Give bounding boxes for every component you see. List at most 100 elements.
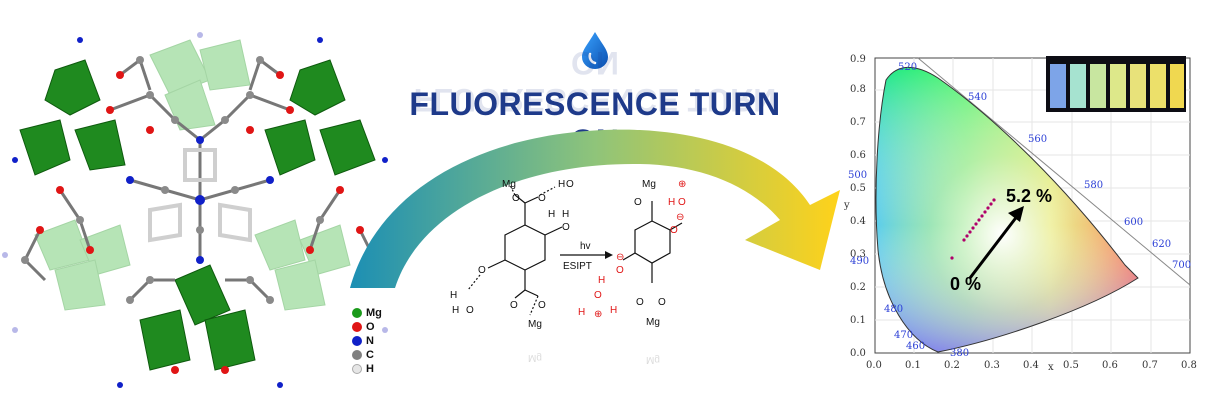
x-tick: 0.4 — [1023, 360, 1039, 371]
atom-label: Mg — [528, 319, 542, 330]
atom-label: Mg — [642, 179, 656, 190]
legend-item: O — [352, 320, 382, 334]
legend-item: H — [352, 362, 382, 376]
x-tick: 0.0 — [866, 360, 882, 371]
charge-label: ⊖ — [676, 212, 684, 223]
legend-dot — [352, 364, 362, 374]
legend-label: C — [366, 349, 374, 361]
atom-legend: Mg O N C H — [352, 306, 382, 376]
legend-dot — [352, 350, 362, 360]
legend-dot — [352, 308, 362, 318]
wavelength-label: 500 — [848, 170, 867, 181]
y-tick: 0.4 — [850, 216, 866, 227]
end-label: 5.2 % — [1006, 186, 1052, 206]
y-tick: 0.5 — [850, 183, 866, 194]
atom-label: O — [658, 297, 666, 308]
atom-label: Mg — [646, 317, 660, 328]
y-tick: 0.1 — [850, 315, 866, 326]
x-tick: 0.8 — [1181, 360, 1197, 371]
shift-arrow-head — [1008, 206, 1024, 222]
atom-label: O — [538, 300, 546, 311]
ghost-polyhedra — [34, 39, 351, 311]
y-tick: 0.3 — [850, 249, 866, 260]
reflection-label: Mg — [646, 354, 660, 365]
atom-label: H — [668, 197, 675, 208]
y-tick: 0.7 — [850, 117, 866, 128]
x-tick: 0.2 — [944, 360, 960, 371]
x-axis-label: x — [1048, 362, 1054, 373]
charge-label: ⊕ — [678, 179, 686, 190]
page-title-reflection: FLUORESCENCE TURN ON — [413, 45, 777, 118]
wavelength-label: 480 — [884, 304, 903, 315]
wavelength-label: 470 — [894, 330, 913, 341]
legend-item: N — [352, 334, 382, 348]
reaction-scheme: Mg O O H O H H O O H H O O O Mg hv ESIPT… — [450, 179, 686, 365]
atom-label: H — [598, 275, 605, 286]
wavelength-label: 580 — [1084, 180, 1103, 191]
wavelength-label: 700 — [1172, 260, 1191, 271]
atom-label: H — [558, 179, 565, 190]
y-tick: 0.8 — [850, 84, 866, 95]
x-tick: 0.3 — [984, 360, 1000, 371]
atom-label: O — [616, 265, 624, 276]
atom-label: O — [478, 265, 486, 276]
atom-label: O — [670, 225, 678, 236]
start-label: 0 % — [950, 274, 981, 294]
legend-label: Mg — [366, 307, 382, 319]
wavelength-label: 560 — [1028, 134, 1047, 145]
wavelength-label: 490 — [850, 256, 869, 267]
wavelength-label: 380 — [950, 348, 969, 359]
bonds-light — [148, 148, 252, 243]
crystal-structure — [2, 32, 398, 388]
legend-item: C — [352, 348, 382, 362]
legend-label: H — [366, 363, 374, 375]
cie-diagram: 0 % 5.2 % 0.0 0.1 0.2 0.3 0.4 0.5 0.6 0.… — [843, 54, 1197, 373]
atom-label: O — [466, 305, 474, 316]
water-drop-icon — [582, 32, 608, 69]
x-tick: 0.6 — [1102, 360, 1118, 371]
wavelength-label: 620 — [1152, 239, 1171, 250]
wavelength-label: 520 — [898, 62, 917, 73]
arrow-label-bottom: ESIPT — [563, 261, 592, 272]
charge-label: ⊖ — [616, 252, 624, 263]
atom-label: Mg — [502, 179, 516, 190]
mg-polyhedra — [19, 59, 376, 371]
y-axis-label: y — [843, 200, 850, 211]
atom-label: O — [562, 222, 570, 233]
atom-label: O — [538, 193, 546, 204]
molecule-excited-state — [622, 201, 683, 283]
atom-label: O — [594, 290, 602, 301]
x-tick: 0.7 — [1142, 360, 1158, 371]
y-tick: 0.6 — [850, 150, 866, 161]
reflection-label: Mg — [528, 352, 542, 363]
atom-label: O — [512, 193, 520, 204]
color-coordinate-trail — [950, 198, 996, 260]
atom-label: O — [634, 197, 642, 208]
diagonal-line — [917, 57, 1191, 286]
x-tick: 0.1 — [905, 360, 921, 371]
atom-label: H — [450, 290, 457, 301]
vials-photo — [1046, 56, 1186, 112]
atom-label: H — [562, 209, 569, 220]
x-tick: 0.5 — [1063, 360, 1079, 371]
wavelength-label: 600 — [1124, 217, 1143, 228]
turn-on-arrow — [350, 129, 840, 288]
spectral-locus — [875, 66, 1139, 353]
charge-label: ⊕ — [594, 309, 602, 320]
legend-label: O — [366, 321, 375, 333]
atoms-oxygen — [36, 71, 364, 374]
molecule-ground-state — [467, 184, 563, 316]
y-tick: 0.0 — [850, 348, 866, 359]
wavelength-label: 460 — [906, 341, 925, 352]
legend-dot — [352, 322, 362, 332]
atoms-carbon — [21, 56, 379, 304]
legend-label: N — [366, 335, 374, 347]
y-tick: 0.9 — [850, 54, 866, 65]
atom-label: O — [566, 179, 574, 190]
wavelength-label: 540 — [968, 92, 987, 103]
y-tick: 0.2 — [850, 282, 866, 293]
atoms-nitrogen — [12, 37, 388, 388]
atom-label: O — [678, 197, 686, 208]
atom-label: H — [578, 307, 585, 318]
shift-arrow — [968, 214, 1020, 279]
